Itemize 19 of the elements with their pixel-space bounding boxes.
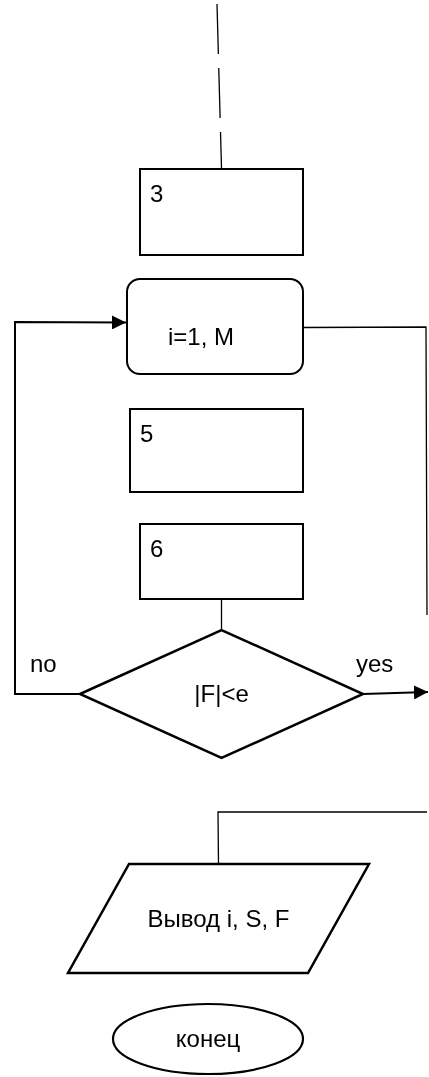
node-text: 5: [140, 422, 154, 446]
connector-line: [217, 811, 428, 865]
process-box: [139, 523, 304, 600]
loop-box: [126, 278, 304, 375]
node-text: |F|<e: [193, 682, 250, 706]
process-box: [139, 168, 304, 256]
connector-line: [303, 326, 428, 616]
node-text: 3: [150, 182, 164, 206]
arrow: [14, 315, 127, 695]
node-text: конец: [174, 1027, 242, 1051]
connector-line: [220, 599, 223, 631]
node-text: 6: [150, 537, 164, 561]
process-box: [129, 408, 304, 493]
arrow: [362, 685, 429, 700]
terminator-ellipse: [112, 1003, 304, 1075]
connector-line: [216, 3, 223, 169]
node-text: Вывод i, S, F: [146, 906, 291, 931]
output-parallelogram: [68, 864, 369, 973]
node-text: i=1, M: [168, 325, 235, 349]
